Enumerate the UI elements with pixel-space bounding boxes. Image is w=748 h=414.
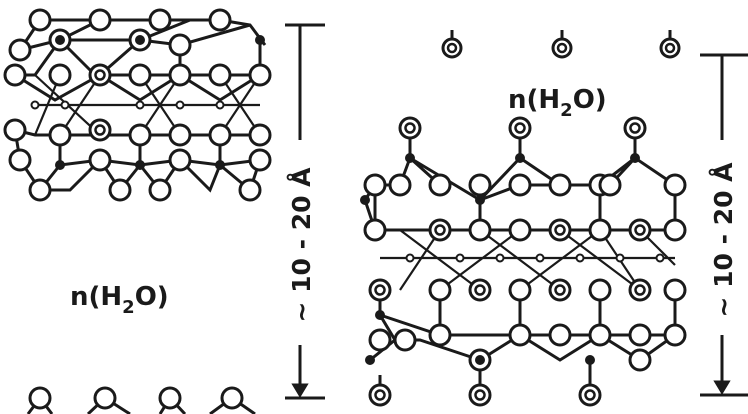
left-cations: [30, 35, 265, 170]
oxygen-atom: [208, 8, 232, 32]
oxygen-atom: [3, 118, 27, 142]
oxygen-atom: [248, 63, 272, 87]
oxygen-atom: [248, 123, 272, 147]
oxygen-atom: [128, 63, 152, 87]
left-bottom-partial-layer: [26, 386, 256, 414]
oxygen-atom: [148, 8, 172, 32]
water-molecule: [551, 30, 573, 59]
water-molecule: [659, 30, 681, 59]
right-spacing-label: ~ 10 - 20 Å: [709, 162, 738, 318]
right-cations: [360, 153, 665, 365]
oxygen-atom: [28, 178, 52, 202]
right-oxygen-atoms: [363, 173, 687, 372]
oxygen-atom: [8, 38, 32, 62]
oxygen-atom: [128, 123, 152, 147]
oxygen-atom: [48, 63, 72, 87]
oxygen-atom: [208, 63, 232, 87]
oxygen-atom: [168, 148, 192, 172]
oxygen-atom: [168, 63, 192, 87]
right-water-label: n(H2O): [508, 85, 607, 121]
oxygen-atom: [168, 33, 192, 57]
oxygen-atom: [248, 148, 272, 172]
left-spacing-label: ~ 10 - 20 Å: [287, 167, 316, 323]
left-spacing-dimension: [285, 23, 325, 400]
oxygen-atom: [208, 123, 232, 147]
hydroxyl-atom: [88, 63, 112, 87]
oxygen-atom: [3, 63, 27, 87]
hydroxyl-atom: [88, 118, 112, 142]
left-water-label: n(H2O): [70, 282, 169, 318]
left-oxygen-atoms: [3, 8, 272, 202]
oxygen-atom: [168, 123, 192, 147]
right-top-water-molecules: [441, 30, 681, 59]
oxygen-atom: [8, 148, 32, 172]
oxygen-atom: [238, 178, 262, 202]
oxygen-atom: [88, 148, 112, 172]
oxygen-atom: [148, 178, 172, 202]
right-hydroxyl-atoms: [368, 116, 652, 407]
water-molecule: [441, 30, 463, 59]
left-hydroxyl-atoms: [88, 63, 112, 142]
oxygen-atom: [28, 8, 52, 32]
oxygen-atom: [48, 123, 72, 147]
right-spacing-dimension: [700, 53, 748, 397]
oxygen-atom: [88, 8, 112, 32]
oxygen-atom: [108, 178, 132, 202]
